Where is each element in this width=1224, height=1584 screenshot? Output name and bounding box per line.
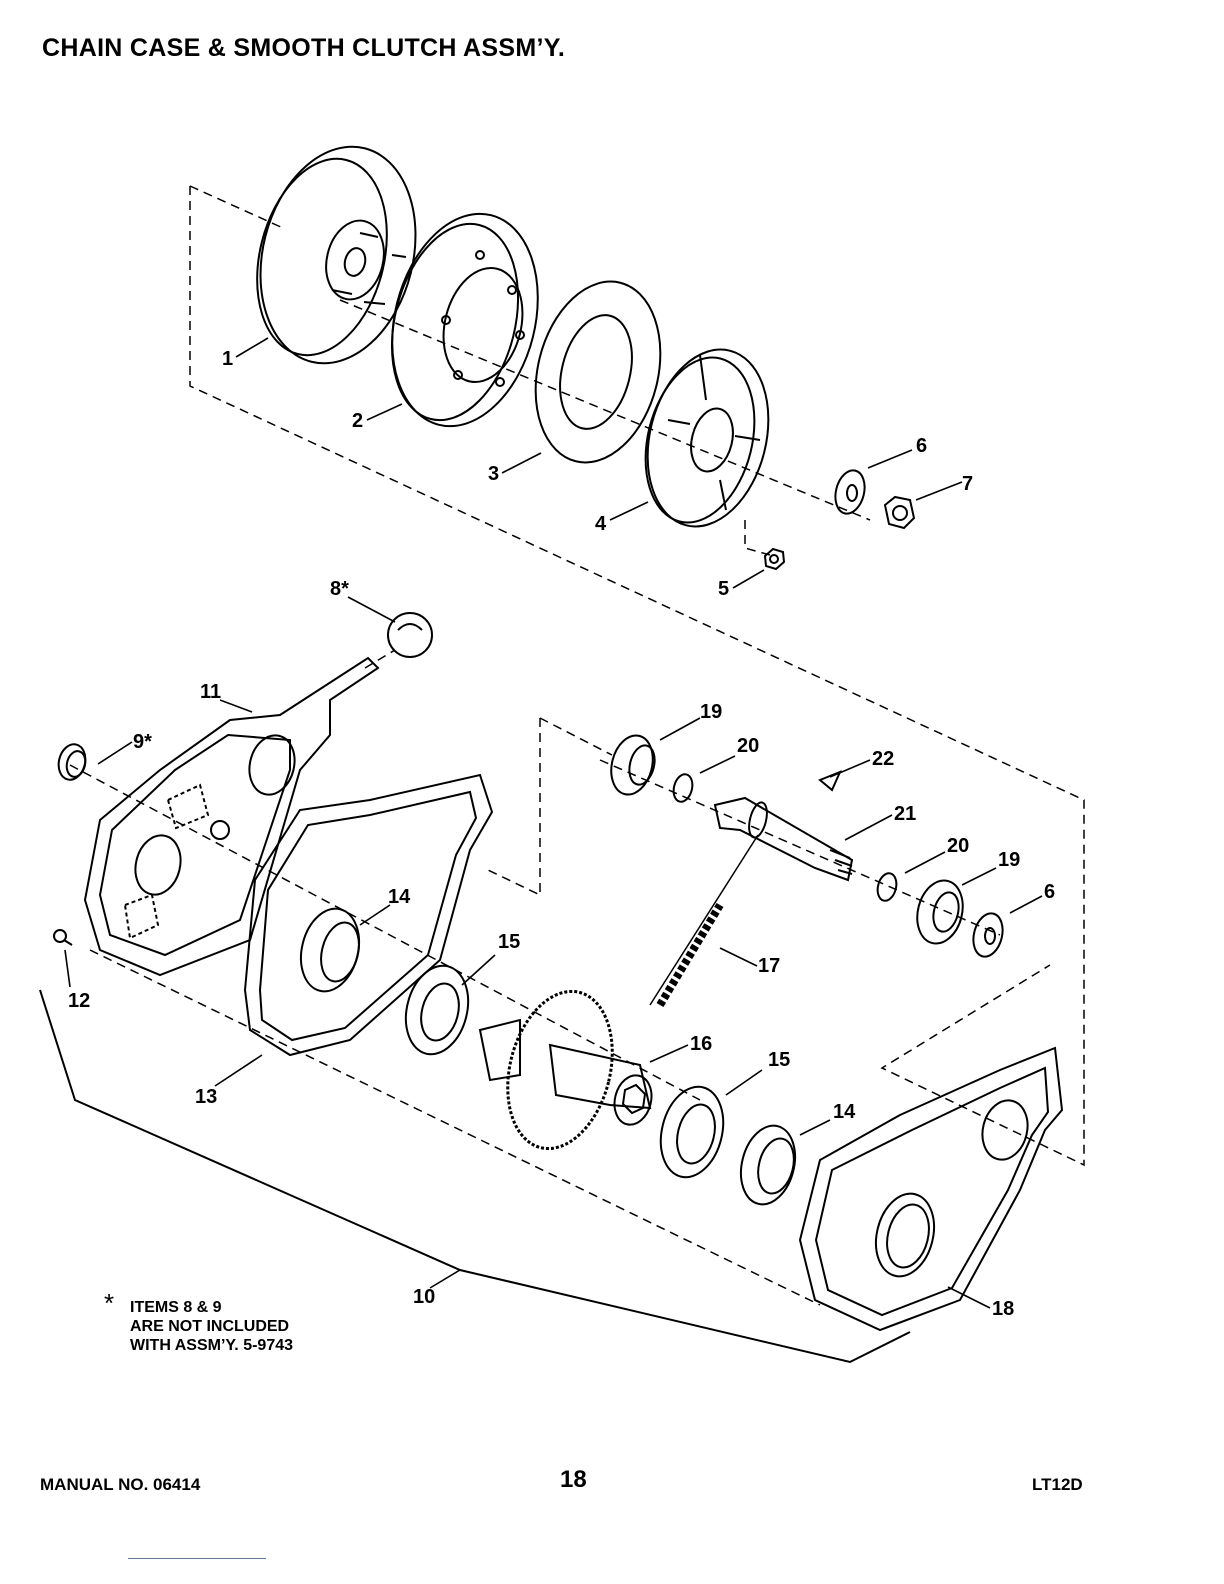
callout-18: 18 — [992, 1298, 1014, 1320]
callout-5: 5 — [718, 578, 729, 600]
callout-17: 17 — [758, 955, 780, 977]
callout-13: 13 — [195, 1086, 217, 1108]
callout-4: 4 — [595, 513, 607, 535]
sprocket-part-16 — [480, 980, 657, 1159]
callout-19-right: 19 — [998, 849, 1020, 871]
note-line-1: ITEMS 8 & 9 — [130, 1298, 293, 1317]
locknut-part-7 — [885, 497, 914, 528]
seal-part-15-right — [652, 1080, 732, 1184]
exclusion-note: * ITEMS 8 & 9 ARE NOT INCLUDED WITH ASSM… — [104, 1298, 293, 1355]
callout-8: 8* — [330, 578, 349, 600]
callout-14-left: 14 — [388, 886, 411, 908]
callout-3: 3 — [488, 463, 499, 485]
callout-6-right: 6 — [1044, 881, 1055, 903]
callout-2: 2 — [352, 410, 363, 432]
callout-9: 9* — [133, 731, 152, 753]
bearing-part-19-left — [605, 731, 658, 799]
seal-part-15-left — [397, 959, 477, 1061]
asterisk-symbol: * — [104, 1294, 114, 1313]
callout-20-right: 20 — [947, 835, 969, 857]
callout-10: 10 — [413, 1286, 435, 1308]
bearing-part-14-right — [733, 1120, 803, 1210]
note-line-2: ARE NOT INCLUDED — [130, 1317, 293, 1336]
bearing-part-19-right — [911, 876, 969, 949]
callout-11: 11 — [200, 681, 221, 703]
shaft-part-21 — [715, 798, 852, 880]
chain-case-half-part-18 — [800, 1048, 1062, 1330]
callout-22: 22 — [872, 748, 894, 770]
pressure-plate-part-4 — [629, 337, 786, 540]
callout-14-right: 14 — [833, 1101, 856, 1123]
page-edge-line — [128, 1558, 266, 1559]
callout-7: 7 — [962, 473, 973, 495]
callout-15-right: 15 — [768, 1049, 790, 1071]
callout-1: 1 — [222, 348, 233, 370]
nut-part-5 — [765, 549, 784, 569]
gasket-part-13 — [245, 775, 492, 1055]
chain-part-17 — [650, 835, 758, 1005]
note-line-3: WITH ASSM’Y. 5-9743 — [130, 1336, 293, 1355]
manual-number: MANUAL NO. 06414 — [40, 1475, 200, 1495]
plug-part-9 — [55, 741, 89, 782]
washer-part-20-left — [671, 772, 695, 804]
page-number: 18 — [560, 1466, 587, 1494]
callout-19-left: 19 — [700, 701, 722, 723]
model-code: LT12D — [1032, 1475, 1083, 1495]
callout-6-top: 6 — [916, 435, 927, 457]
screw-part-12 — [54, 930, 72, 945]
callout-12: 12 — [68, 990, 90, 1012]
washer-part-6-top — [831, 467, 869, 516]
washer-part-20-right — [875, 871, 899, 903]
callout-21: 21 — [894, 803, 916, 825]
callout-labels: 1 2 3 4 5 6 7 8* 9* 10 11 12 13 14 14 15… — [68, 348, 1055, 1320]
callout-15-left: 15 — [498, 931, 520, 953]
washer-part-6-right — [969, 910, 1007, 959]
pulley-part-1 — [238, 130, 438, 380]
knob-part-8 — [388, 613, 432, 657]
friction-disc-part-3 — [518, 268, 679, 476]
callout-16: 16 — [690, 1033, 712, 1055]
callout-20-left: 20 — [737, 735, 759, 757]
